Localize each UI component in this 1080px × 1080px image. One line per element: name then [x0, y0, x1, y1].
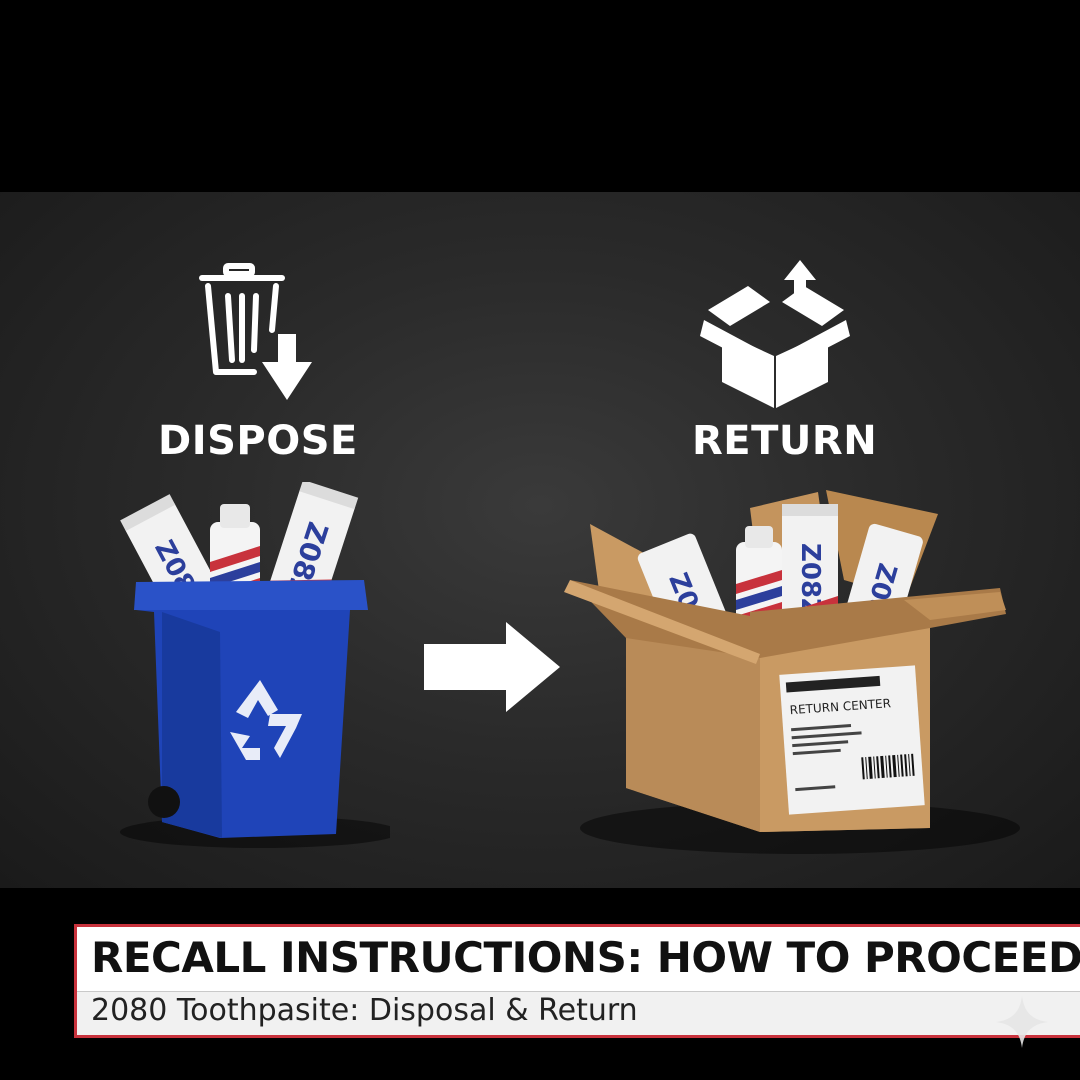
return-box: Z08Z Z08Z Z08Z — [564, 490, 1020, 854]
dispose-label: DISPOSE — [158, 418, 358, 464]
banner-title: RECALL INSTRUCTIONS: HOW TO PROCEED — [91, 933, 1080, 982]
arrow-right-icon — [424, 622, 560, 712]
return-label: RETURN — [692, 418, 878, 464]
box-up-icon — [700, 260, 850, 408]
banner-subtitle-bg — [77, 992, 1080, 1035]
recycle-icon — [230, 680, 302, 760]
illustration-stage: DISPOSE RETURN Z08Z — [0, 192, 1080, 888]
lower-third-banner: RECALL INSTRUCTIONS: HOW TO PROCEED 2080… — [74, 924, 1080, 1038]
sparkle-icon — [996, 996, 1048, 1048]
banner-subtitle: 2080 Toothpasite: Disposal & Return — [91, 993, 638, 1028]
recycling-bin: Z08Z Z08Z — [120, 482, 390, 848]
shipping-label: RETURN CENTER — [779, 665, 925, 815]
trash-down-icon — [199, 263, 312, 400]
banner-divider — [77, 991, 1080, 992]
